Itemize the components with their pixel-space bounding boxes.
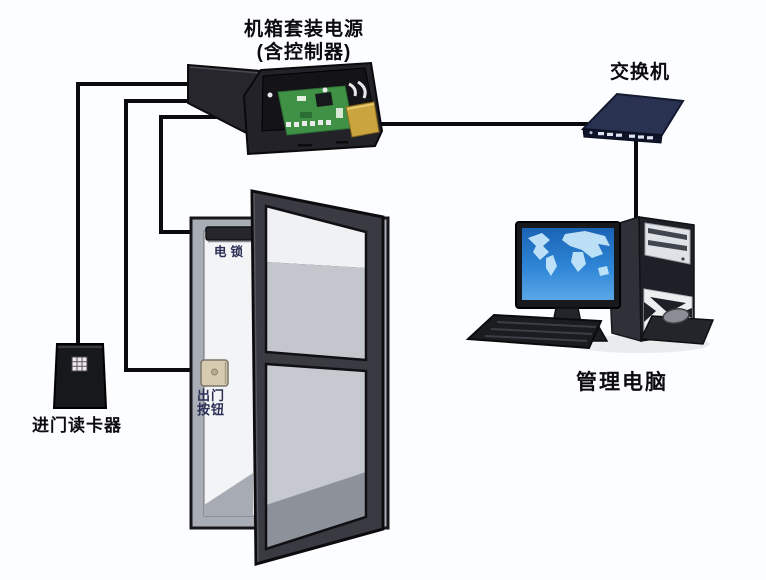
power-button bbox=[681, 257, 685, 261]
exit-button bbox=[200, 359, 229, 387]
wires bbox=[76, 82, 638, 372]
switch-led bbox=[589, 131, 593, 135]
entry-card-reader bbox=[52, 343, 108, 409]
pcb-component bbox=[300, 112, 312, 118]
exit-button-label: 出门 按钮 bbox=[197, 389, 225, 417]
drive-slot bbox=[648, 240, 687, 251]
door-pane-upper-outline bbox=[264, 204, 368, 362]
pcb-chip bbox=[315, 92, 333, 107]
pcb-terminal-blocks bbox=[286, 120, 331, 127]
mouse-pad bbox=[639, 315, 715, 345]
door-pane-upper-sky bbox=[266, 206, 366, 268]
switch-label: 交换机 bbox=[609, 62, 671, 83]
management-computer bbox=[465, 215, 715, 353]
reader-body bbox=[52, 343, 108, 409]
exit-button-label-line1: 出门 bbox=[197, 388, 226, 403]
switch-ports bbox=[598, 132, 653, 140]
mouse-body bbox=[662, 308, 690, 324]
internal-cables bbox=[348, 80, 367, 99]
electric-lock-label: 电锁 bbox=[214, 245, 248, 259]
screen-world-map bbox=[528, 231, 610, 276]
leaf-edge-highlight bbox=[253, 192, 259, 563]
switch-top-face bbox=[580, 92, 685, 137]
exit-button-label-line2: 按钮 bbox=[197, 402, 226, 417]
standoff-screw bbox=[322, 87, 328, 93]
pcb-component bbox=[336, 108, 343, 118]
door-assembly bbox=[189, 189, 390, 566]
drive-slot bbox=[648, 228, 687, 240]
wire-controller-to-exit-button bbox=[124, 99, 207, 372]
pcb-component bbox=[297, 96, 306, 101]
controller-power-box bbox=[187, 61, 384, 156]
door-pane-lower-outline bbox=[264, 362, 368, 551]
power-transformer bbox=[345, 101, 380, 138]
lid-highlight bbox=[189, 66, 260, 74]
reader-keypad bbox=[71, 356, 88, 372]
card-reader-label: 进门读卡器 bbox=[32, 416, 122, 435]
door-pane-lower-floor bbox=[266, 472, 366, 549]
controller-label-line2: (含控制器) bbox=[256, 42, 352, 63]
controller-label: 机箱套装电源 (含控制器) bbox=[244, 18, 364, 64]
computer-label: 管理电脑 bbox=[576, 371, 668, 394]
transformer-highlight bbox=[346, 103, 375, 110]
wire-controller-to-electric-lock bbox=[159, 115, 217, 234]
computer-keyboard bbox=[465, 313, 603, 350]
wire-controller-to-card-reader bbox=[76, 82, 202, 348]
network-switch bbox=[580, 92, 685, 144]
door-leaf bbox=[250, 189, 385, 566]
controller-label-line1: 机箱套装电源 bbox=[243, 19, 365, 40]
door-pane-upper-glass bbox=[266, 262, 366, 360]
chassis-vents bbox=[298, 141, 348, 147]
standoff-screw bbox=[267, 92, 273, 98]
doorway-floor bbox=[204, 473, 253, 516]
computer-mouse bbox=[639, 308, 715, 345]
